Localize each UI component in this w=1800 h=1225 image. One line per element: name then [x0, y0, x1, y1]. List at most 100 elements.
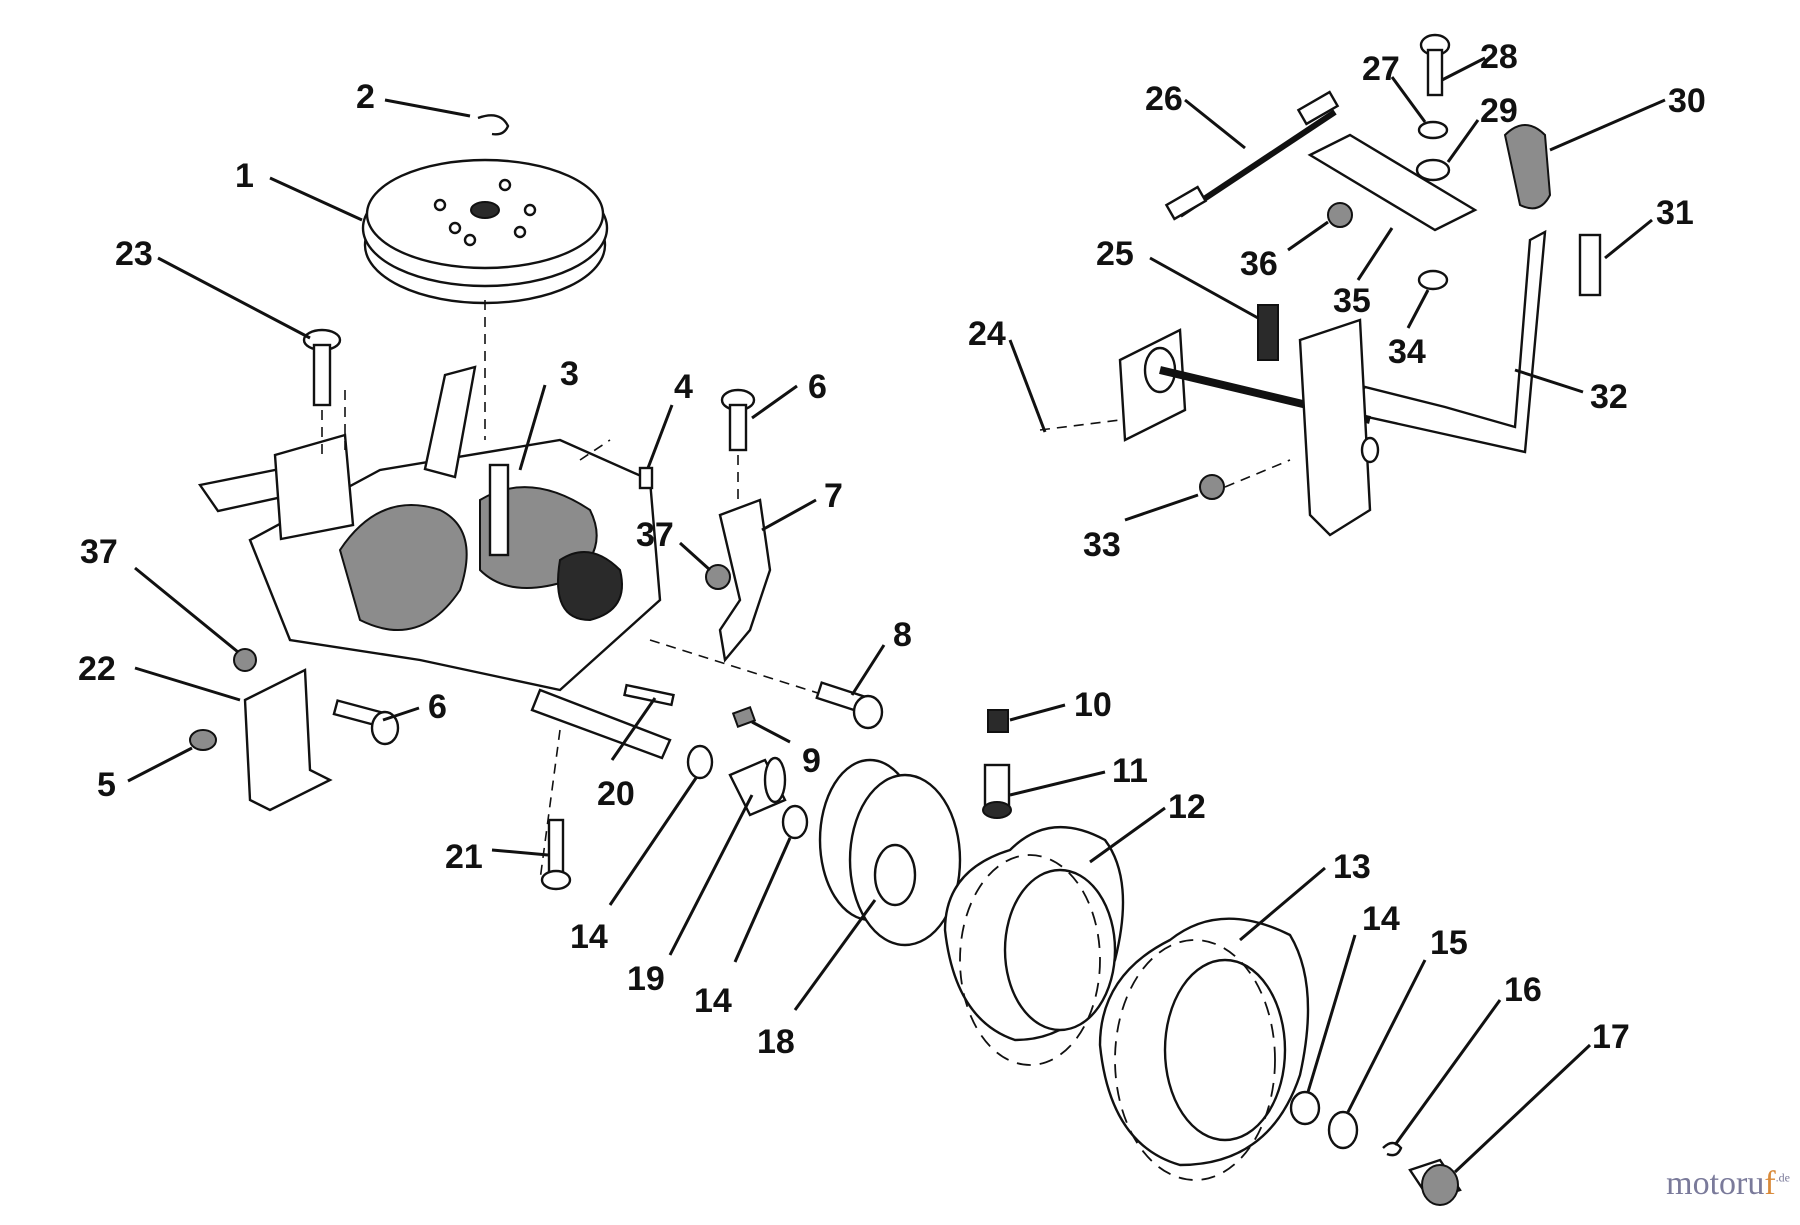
washer-14b-part	[781, 804, 809, 840]
bolt-8-part	[815, 681, 884, 730]
callout-34: 34	[1388, 333, 1426, 371]
knob-30-part	[1503, 124, 1552, 210]
leader-14b	[733, 837, 792, 963]
nut-37-upper-part	[705, 564, 731, 590]
clip-16-part	[1382, 1141, 1403, 1157]
callout-19: 19	[627, 960, 665, 998]
leader-15	[1346, 959, 1427, 1113]
nut-5-part	[189, 729, 217, 751]
leader-3	[518, 384, 547, 471]
leader-9	[751, 720, 791, 744]
callout-29: 29	[1480, 92, 1518, 130]
leader-22	[134, 666, 241, 702]
leader-1	[269, 176, 363, 222]
rod-26-part	[1164, 90, 1340, 221]
callout-16: 16	[1504, 971, 1542, 1009]
callout-labels: 1 2 3 4 5 6 6 7 8 9 10 11 12 13 14 14 14…	[78, 38, 1706, 1061]
leader-19	[668, 794, 754, 956]
leader-16	[1393, 999, 1502, 1146]
plate-35-part	[1307, 133, 1478, 232]
leader-21	[491, 848, 549, 857]
callout-37-upper: 37	[636, 516, 674, 554]
callout-14-b: 14	[694, 982, 732, 1020]
leader-35	[1356, 227, 1394, 281]
leader-18	[793, 899, 877, 1011]
leader-6-lower	[382, 706, 420, 722]
callout-27: 27	[1362, 50, 1400, 88]
key-4-part	[638, 466, 654, 490]
pulley-part	[361, 158, 609, 440]
callout-26: 26	[1145, 80, 1183, 118]
motoruf-watermark: motoruf.de	[1666, 1165, 1790, 1203]
callout-12: 12	[1168, 788, 1206, 826]
leader-26	[1184, 98, 1246, 150]
leader-32	[1514, 368, 1584, 394]
watermark-brand-accent: f	[1764, 1165, 1776, 1202]
callout-24: 24	[968, 315, 1006, 353]
washer-29-part	[1415, 158, 1451, 182]
pin-9-part	[731, 706, 757, 728]
callout-5: 5	[97, 766, 116, 804]
leader-20	[610, 697, 657, 761]
leader-11	[1009, 770, 1106, 797]
nut-33-part	[1199, 474, 1225, 500]
lever-32-part	[1342, 229, 1547, 454]
valve-cap-10-part	[987, 709, 1009, 733]
callout-28: 28	[1480, 38, 1518, 76]
leader-27	[1390, 76, 1427, 123]
leader-33	[1124, 493, 1199, 522]
leader-4	[646, 404, 674, 469]
bracket-7-part	[718, 498, 772, 663]
callout-10: 10	[1074, 686, 1112, 724]
nut-36-part	[1327, 202, 1353, 228]
watermark-brand-main: motoru	[1666, 1165, 1765, 1202]
callout-11: 11	[1112, 752, 1148, 790]
callout-30: 30	[1668, 82, 1706, 120]
leader-2	[384, 98, 471, 118]
nut-37-lower-part	[233, 648, 257, 672]
callout-15: 15	[1430, 924, 1468, 962]
leader-5	[127, 746, 193, 783]
callout-14-c: 14	[1362, 900, 1400, 938]
callout-18: 18	[757, 1023, 795, 1061]
leader-23	[157, 256, 311, 340]
leader-6-upper	[751, 384, 798, 420]
callout-1: 1	[235, 157, 254, 195]
transaxle-part	[197, 365, 841, 881]
callout-14-a: 14	[570, 918, 608, 956]
wheel-rim-18-part	[818, 758, 962, 947]
callout-23: 23	[115, 235, 153, 273]
leader-25	[1149, 256, 1259, 320]
leader-14c	[1306, 934, 1357, 1093]
leader-30	[1549, 98, 1666, 152]
spring-25-part	[1257, 304, 1279, 361]
callout-22: 22	[78, 650, 116, 688]
leader-24	[1008, 339, 1047, 433]
callout-36: 36	[1240, 245, 1278, 283]
tire-12-part	[943, 825, 1125, 1066]
callout-6-lower: 6	[428, 688, 447, 726]
callout-7: 7	[824, 477, 843, 515]
callout-33: 33	[1083, 526, 1121, 564]
bolt-23-part	[302, 328, 342, 455]
leader-lines	[127, 56, 1666, 1174]
bolt-28-part	[1419, 33, 1451, 97]
leader-37-lower	[134, 566, 239, 654]
leader-8	[850, 644, 886, 696]
leader-28	[1441, 56, 1486, 82]
retaining-clip-part	[477, 114, 510, 136]
callout-3: 3	[560, 355, 579, 393]
callout-37-lower: 37	[80, 533, 118, 571]
callout-4: 4	[674, 368, 693, 406]
leader-36	[1287, 220, 1329, 252]
leader-29	[1446, 119, 1480, 163]
washer-34-part	[1417, 269, 1449, 291]
bolt-6-lower-part	[332, 699, 400, 746]
callout-9: 9	[802, 742, 821, 780]
pivot-assembly-24-part	[1039, 318, 1380, 537]
leader-7	[761, 498, 817, 532]
washer-14c-part	[1289, 1090, 1321, 1126]
leader-31	[1604, 218, 1653, 260]
key-20-part	[623, 683, 675, 707]
